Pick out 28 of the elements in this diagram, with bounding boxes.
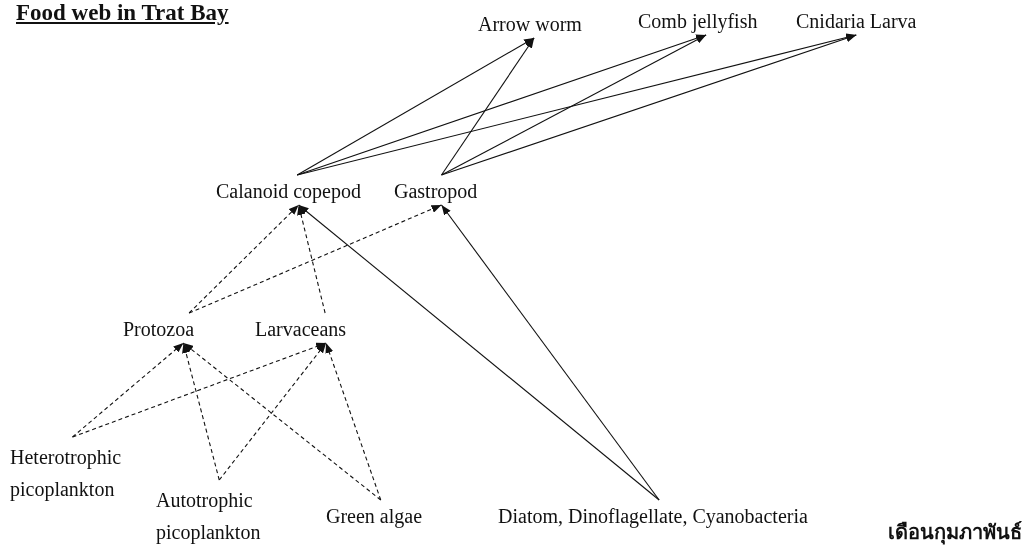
arrow [296, 37, 535, 176]
organism-label: Arrow worm [478, 8, 582, 38]
arrow [440, 37, 535, 176]
arrow [440, 34, 857, 176]
title: Food web in Trat Bay [16, 0, 229, 26]
arrow [298, 204, 660, 501]
arrow [71, 342, 327, 438]
organism-label: Autotrophic picoplankton [156, 480, 271, 550]
arrow [297, 204, 326, 314]
arrow [182, 342, 382, 501]
arrow [182, 342, 220, 481]
organism-label: Comb jellyfish [638, 5, 758, 35]
month-label: เดือนกุมภาพันธ์ [888, 519, 1022, 547]
organism-label: Larvaceans [255, 313, 347, 343]
arrow [71, 342, 184, 438]
organism-label: Cnidaria Larva [796, 5, 917, 35]
arrow [440, 34, 707, 176]
arrow [188, 204, 443, 314]
organism-label: Gastropod [394, 175, 478, 205]
organism-label: Calanoid copepod [216, 175, 361, 205]
organism-label: Protozoa [123, 313, 195, 343]
organism-label: Green algae [326, 500, 423, 530]
arrow [218, 342, 327, 481]
arrow [325, 342, 382, 501]
organism-label: Diatom, Dinoflagellate, Cyanobacteria [498, 500, 808, 530]
organism-label: Heterotrophic picoplankton [10, 437, 135, 507]
arrow [188, 204, 300, 314]
arrow [440, 204, 660, 501]
